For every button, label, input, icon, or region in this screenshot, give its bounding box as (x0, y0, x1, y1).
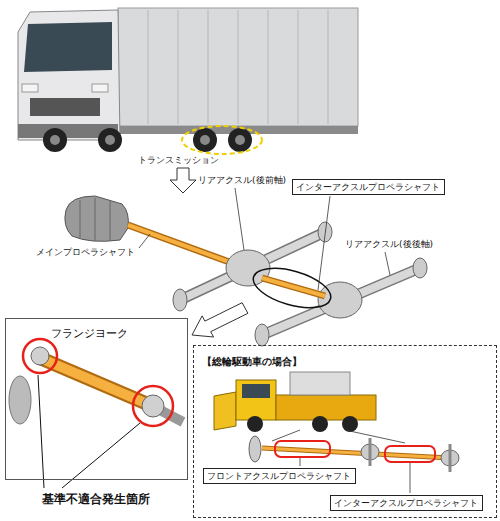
note-label: 基準不適合発生箇所 (42, 492, 150, 507)
box-text: インターアクスルプロペラシャフト (334, 497, 478, 509)
box-text: インターアクスルプロペラシャフト (296, 181, 441, 193)
inset-panel: フランジヨーク (5, 318, 188, 480)
callout-box: フロントアクスルプロペラシャフト (203, 468, 356, 484)
part-label-holder: リアアクスル(後前軸) (198, 174, 286, 186)
part-label-holder: リアアクスル(後後軸) (345, 238, 433, 250)
leader-lines (38, 375, 140, 488)
callout-box: インターアクスルプロペラシャフト (292, 179, 445, 195)
part-label-holder: トランスミッション (138, 154, 219, 166)
hollow-arrow (170, 168, 196, 193)
inset-drawing (9, 339, 183, 426)
part-label: リアアクスル(後前軸) (198, 174, 286, 186)
part-label: トランスミッション (138, 154, 219, 166)
drivetrain-drawing (65, 196, 427, 346)
callout-box: インターアクスルプロペラシャフト (330, 495, 483, 511)
part-label: メインプロペラシャフト (36, 246, 135, 258)
panel-heading: フランジヨーク (51, 327, 128, 340)
dashed-region: 【総輪駆動車の場合】フロントアクスルプロペラシャフトインターアクスルプロペラシャ… (193, 345, 497, 518)
panel-heading: 【総輪駆動車の場合】 (202, 356, 302, 368)
box-text: フロントアクスルプロペラシャフト (207, 470, 351, 482)
part-label: リアアクスル(後後軸) (345, 238, 433, 250)
truck-photo (18, 8, 358, 154)
part-label-holder: メインプロペラシャフト (36, 246, 135, 258)
note-label-holder: 基準不適合発生箇所 (42, 492, 150, 507)
hollow-arrow (192, 303, 248, 337)
